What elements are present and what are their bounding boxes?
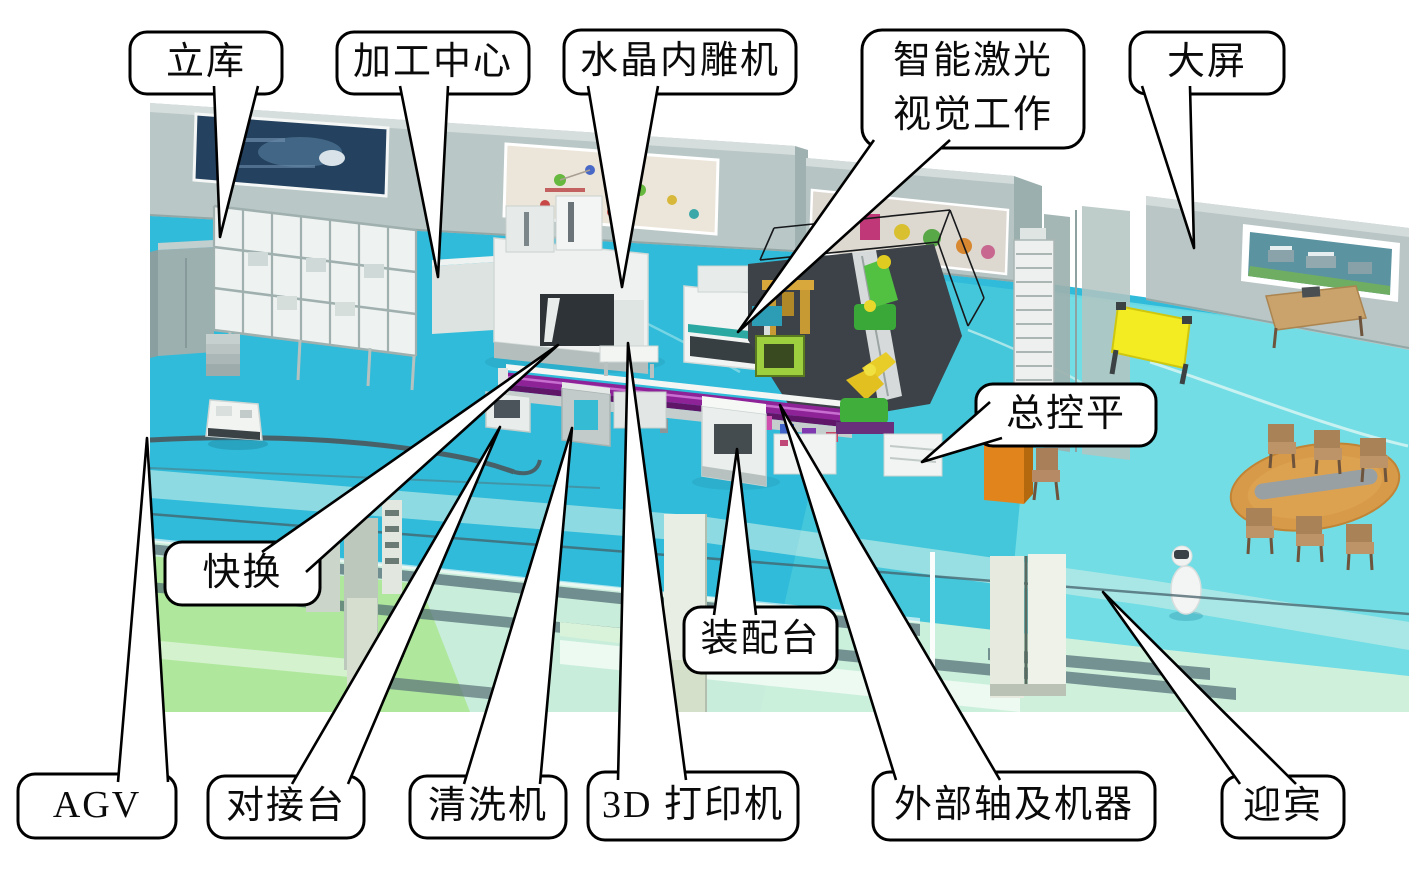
callout-laser-vision-bubble	[860, 28, 1086, 150]
welcome-robot-figure	[1169, 545, 1203, 621]
crystal-engraver-leader-line	[586, 85, 660, 289]
callout-external-axis-bubble	[871, 770, 1157, 842]
quick-change-leader-line	[261, 343, 560, 573]
laser-vision-leader-line	[736, 139, 951, 334]
big-screen-leader-line	[1140, 85, 1196, 250]
docking-station-stand	[485, 391, 531, 433]
conference-chairs	[1246, 424, 1388, 571]
external-axis-leader-line	[778, 403, 1002, 781]
docking-station-leader-line	[290, 425, 502, 785]
washer-leader-line	[462, 426, 574, 785]
robot-arm-external-axis	[836, 352, 896, 434]
crystal-engraver-machine	[683, 265, 763, 371]
assembly-station-leader-line	[712, 447, 758, 616]
callout-crystal-engraver-bubble	[562, 28, 798, 96]
vertical-warehouse-rack	[212, 204, 418, 391]
washer-machine	[561, 382, 611, 447]
callout-assembly-station-bubble	[682, 605, 839, 675]
callout-agv-bubble	[16, 772, 178, 840]
rack-stairs	[206, 334, 240, 376]
console-chair	[1032, 448, 1060, 501]
master-console-leader-line	[920, 401, 1003, 464]
agv-cart	[205, 399, 268, 450]
conference-table	[1229, 442, 1401, 532]
callout-docking-station-bubble	[206, 774, 366, 840]
callout-big-screen-bubble	[1128, 30, 1286, 96]
gray-cabinet	[150, 240, 214, 358]
callout-warehouse-bubble	[128, 30, 284, 96]
robot-arm-upper	[854, 255, 898, 330]
printer-bench	[599, 345, 667, 429]
callout-printer-3d-bubble	[586, 770, 800, 842]
media-desk	[1265, 285, 1367, 349]
callout-master-console-bubble	[974, 382, 1158, 448]
warehouse-leader-line	[212, 85, 260, 239]
machining-center-leader-line	[398, 85, 450, 279]
callout-washer-bubble	[408, 774, 568, 840]
callout-leader-lines	[116, 85, 1297, 785]
callout-bubbles	[16, 28, 1346, 842]
printer-3d-leader-line	[616, 341, 688, 781]
callout-machining-center-bubble	[335, 30, 531, 96]
yellow-board	[1109, 302, 1192, 385]
callout-welcome-bubble	[1220, 774, 1346, 840]
agv-leader-line	[116, 436, 170, 783]
welcome-leader-line	[1101, 590, 1297, 785]
ladder-tower	[1013, 228, 1055, 395]
